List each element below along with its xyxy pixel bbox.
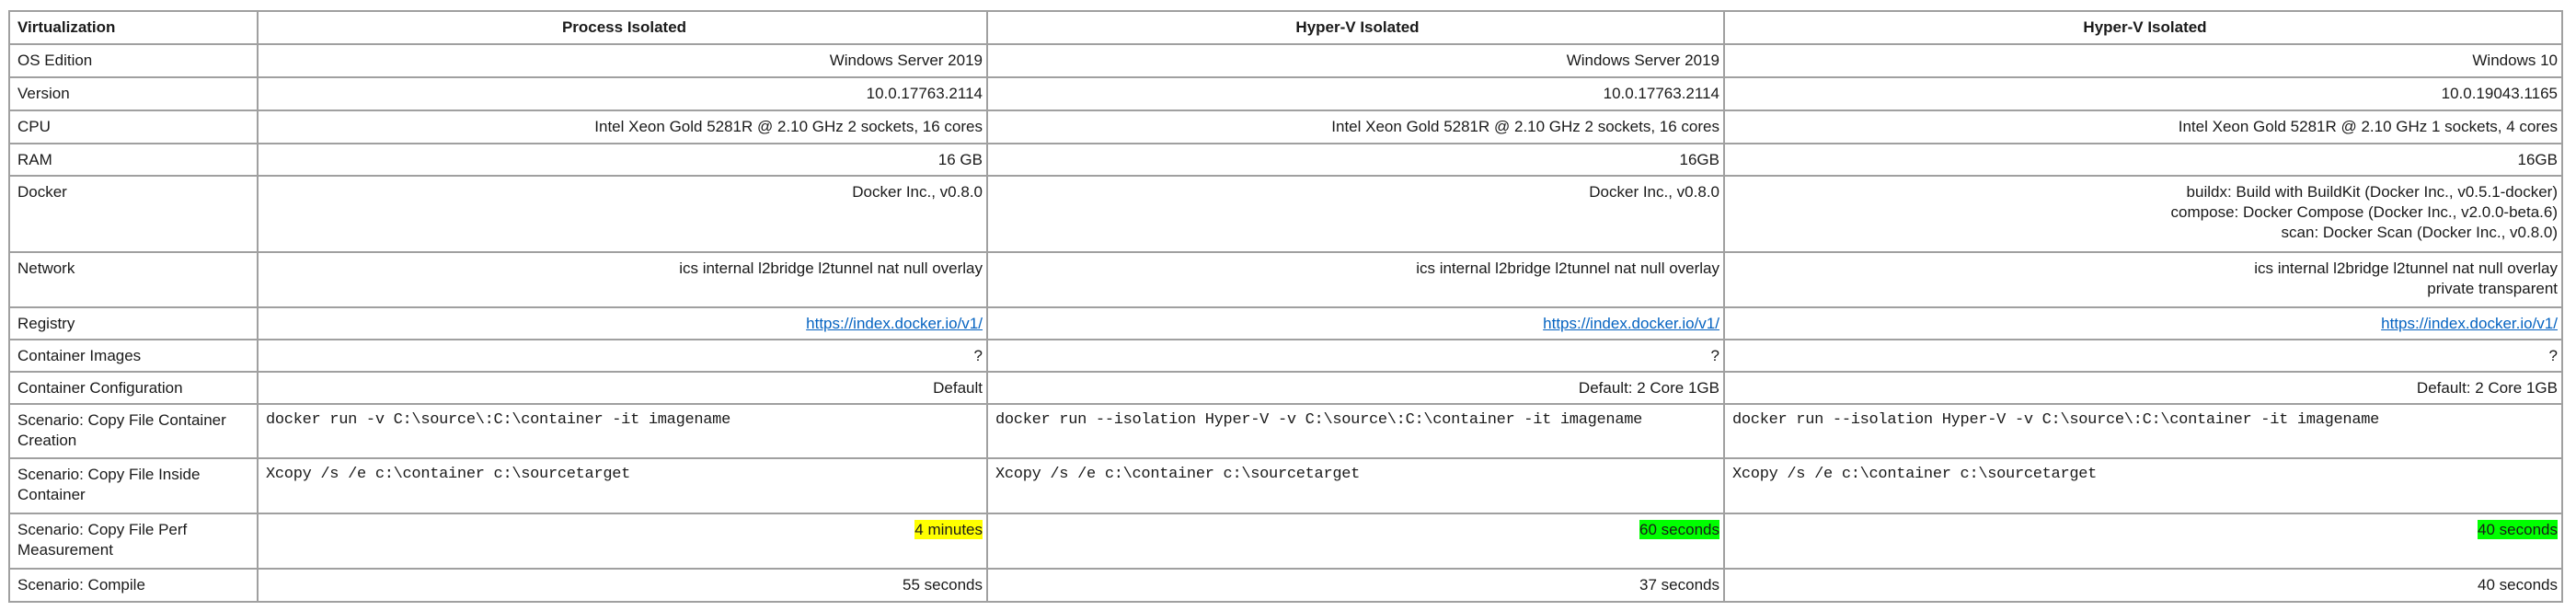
registry-link[interactable]: https://index.docker.io/v1/ bbox=[806, 315, 983, 332]
highlighted-value: 4 minutes bbox=[914, 520, 983, 539]
command-cell: docker run --isolation Hyper-V -v C:\sou… bbox=[986, 403, 1725, 459]
row-label: Container Configuration bbox=[8, 371, 259, 405]
cell: 10.0.17763.2114 bbox=[257, 76, 988, 111]
command-cell: Xcopy /s /e c:\container c:\sourcetarget bbox=[257, 457, 988, 514]
header-label: Virtualization bbox=[8, 10, 259, 45]
cell: ics internal l2bridge l2tunnel nat null … bbox=[986, 251, 1725, 308]
row-label: Docker bbox=[8, 175, 259, 253]
cell: https://index.docker.io/v1/ bbox=[257, 306, 988, 340]
row-label: Registry bbox=[8, 306, 259, 340]
cell: ? bbox=[257, 339, 988, 373]
cell: ics internal l2bridge l2tunnel nat null … bbox=[257, 251, 988, 308]
row-label: Version bbox=[8, 76, 259, 111]
row-label: RAM bbox=[8, 143, 259, 177]
header-hyperv-server: Hyper-V Isolated bbox=[986, 10, 1725, 45]
table-row-copy-file-perf: Scenario: Copy File Perf Measurement 4 m… bbox=[8, 513, 2563, 570]
row-label: Scenario: Copy File Inside Container bbox=[8, 457, 259, 514]
table-row-copy-file-creation: Scenario: Copy File Container Creation d… bbox=[8, 403, 2563, 459]
cell: 40 seconds bbox=[1723, 513, 2563, 570]
docker-plugin-compose: compose: Docker Compose (Docker Inc., v2… bbox=[2170, 203, 2558, 221]
table-row-ram: RAM 16 GB 16GB 16GB bbox=[8, 143, 2563, 177]
cell: Default: 2 Core 1GB bbox=[1723, 371, 2563, 405]
header-hyperv-win10: Hyper-V Isolated bbox=[1723, 10, 2563, 45]
cell: 16GB bbox=[986, 143, 1725, 177]
cell: https://index.docker.io/v1/ bbox=[986, 306, 1725, 340]
cell: ? bbox=[1723, 339, 2563, 373]
table-row-copy-file-inside: Scenario: Copy File Inside Container Xco… bbox=[8, 457, 2563, 514]
table-row-os-edition: OS Edition Windows Server 2019 Windows S… bbox=[8, 43, 2563, 78]
cell: Docker Inc., v0.8.0 bbox=[986, 175, 1725, 253]
command-cell: Xcopy /s /e c:\container c:\sourcetarget bbox=[986, 457, 1725, 514]
docker-plugin-scan: scan: Docker Scan (Docker Inc., v0.8.0) bbox=[2281, 224, 2558, 241]
highlighted-value: 60 seconds bbox=[1639, 520, 1719, 539]
table-row-compile: Scenario: Compile 55 seconds 37 seconds … bbox=[8, 568, 2563, 603]
command-cell: docker run -v C:\source\:C:\container -i… bbox=[257, 403, 988, 459]
cell: 10.0.19043.1165 bbox=[1723, 76, 2563, 111]
row-label: Network bbox=[8, 251, 259, 308]
row-label: CPU bbox=[8, 110, 259, 144]
cell: 16 GB bbox=[257, 143, 988, 177]
highlighted-value: 40 seconds bbox=[2478, 520, 2558, 539]
cell: 4 minutes bbox=[257, 513, 988, 570]
registry-link[interactable]: https://index.docker.io/v1/ bbox=[2381, 315, 2558, 332]
registry-link[interactable]: https://index.docker.io/v1/ bbox=[1543, 315, 1719, 332]
cell-network-drivers: ics internal l2bridge l2tunnel nat null … bbox=[1723, 251, 2563, 308]
table-row-registry: Registry https://index.docker.io/v1/ htt… bbox=[8, 306, 2563, 340]
cell: 37 seconds bbox=[986, 568, 1725, 603]
table-row-docker: Docker Docker Inc., v0.8.0 Docker Inc., … bbox=[8, 175, 2563, 253]
comparison-table: Virtualization Process Isolated Hyper-V … bbox=[8, 10, 2563, 603]
cell: 10.0.17763.2114 bbox=[986, 76, 1725, 111]
cell: Docker Inc., v0.8.0 bbox=[257, 175, 988, 253]
cell: Windows Server 2019 bbox=[986, 43, 1725, 78]
table-row-container-configuration: Container Configuration Default Default:… bbox=[8, 371, 2563, 405]
row-label: Scenario: Compile bbox=[8, 568, 259, 603]
cell: 16GB bbox=[1723, 143, 2563, 177]
row-label: Scenario: Copy File Perf Measurement bbox=[8, 513, 259, 570]
header-row: Virtualization Process Isolated Hyper-V … bbox=[8, 10, 2563, 45]
cell: Windows 10 bbox=[1723, 43, 2563, 78]
cell: 55 seconds bbox=[257, 568, 988, 603]
command-cell: Xcopy /s /e c:\container c:\sourcetarget bbox=[1723, 457, 2563, 514]
network-line: private transparent bbox=[2427, 280, 2558, 297]
cell: Intel Xeon Gold 5281R @ 2.10 GHz 2 socke… bbox=[986, 110, 1725, 144]
cell: 40 seconds bbox=[1723, 568, 2563, 603]
cell-docker-plugins: buildx: Build with BuildKit (Docker Inc.… bbox=[1723, 175, 2563, 253]
cell: Default: 2 Core 1GB bbox=[986, 371, 1725, 405]
cell: https://index.docker.io/v1/ bbox=[1723, 306, 2563, 340]
table-row-cpu: CPU Intel Xeon Gold 5281R @ 2.10 GHz 2 s… bbox=[8, 110, 2563, 144]
cell: Intel Xeon Gold 5281R @ 2.10 GHz 2 socke… bbox=[257, 110, 988, 144]
row-label: Container Images bbox=[8, 339, 259, 373]
docker-plugin-buildx: buildx: Build with BuildKit (Docker Inc.… bbox=[2186, 183, 2558, 201]
cell: Default bbox=[257, 371, 988, 405]
table-row-version: Version 10.0.17763.2114 10.0.17763.2114 … bbox=[8, 76, 2563, 111]
table-row-container-images: Container Images ? ? ? bbox=[8, 339, 2563, 373]
row-label: OS Edition bbox=[8, 43, 259, 78]
header-process-isolated: Process Isolated bbox=[257, 10, 988, 45]
cell: ? bbox=[986, 339, 1725, 373]
table-row-network: Network ics internal l2bridge l2tunnel n… bbox=[8, 251, 2563, 308]
network-line: ics internal l2bridge l2tunnel nat null … bbox=[2254, 259, 2558, 277]
command-cell: docker run --isolation Hyper-V -v C:\sou… bbox=[1723, 403, 2563, 459]
row-label: Scenario: Copy File Container Creation bbox=[8, 403, 259, 459]
cell: 60 seconds bbox=[986, 513, 1725, 570]
cell: Windows Server 2019 bbox=[257, 43, 988, 78]
cell: Intel Xeon Gold 5281R @ 2.10 GHz 1 socke… bbox=[1723, 110, 2563, 144]
